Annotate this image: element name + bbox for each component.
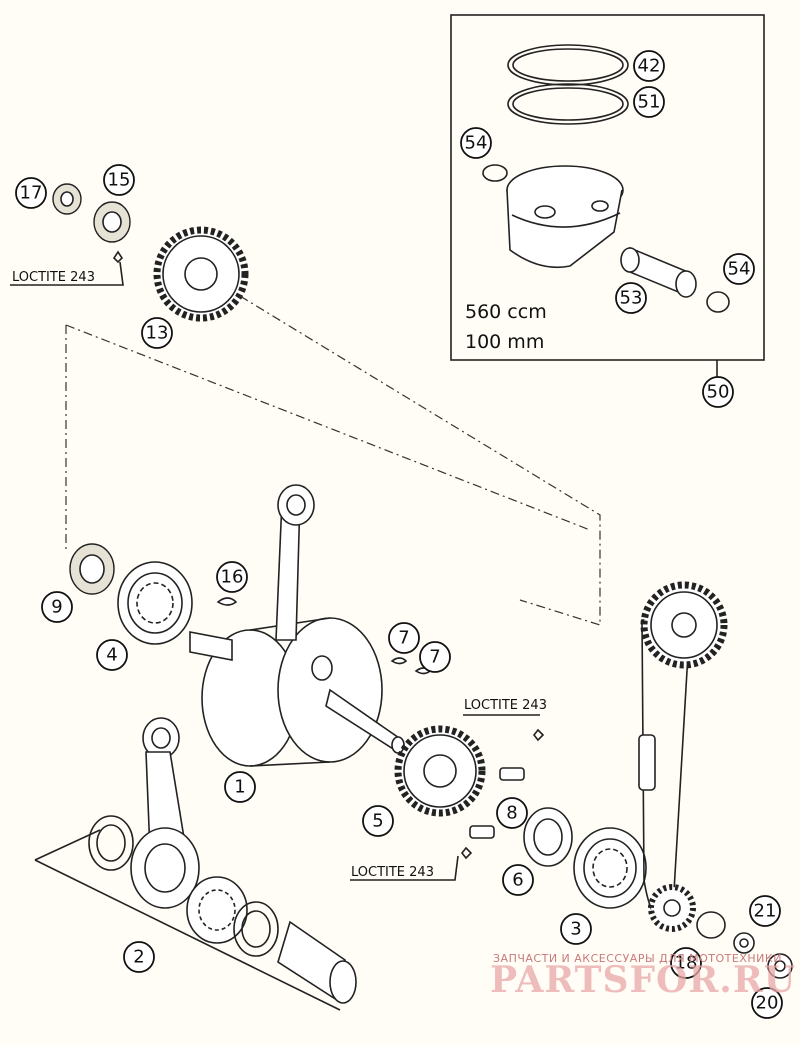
watermark-tagline: ЗАПЧАСТИ И АКСЕССУАРЫ ДЛЯ МОТОТЕХНИКИ (493, 952, 782, 965)
piston-pin (620, 246, 697, 298)
gear-13 (153, 226, 249, 322)
svg-text:7: 7 (398, 628, 409, 649)
svg-text:5: 5 (372, 811, 383, 832)
svg-text:20: 20 (756, 993, 779, 1014)
svg-text:50: 50 (707, 382, 730, 403)
svg-text:42: 42 (638, 56, 661, 77)
svg-text:8: 8 (506, 803, 517, 824)
callout-2: 2 (123, 941, 155, 973)
callout-18: 18 (670, 947, 702, 979)
loctite-label: LOCTITE 243 (351, 865, 434, 880)
callout-3: 3 (560, 913, 592, 945)
svg-text:16: 16 (221, 567, 244, 588)
svg-text:3: 3 (570, 919, 581, 940)
svg-text:54: 54 (465, 133, 488, 154)
nut-15 (93, 201, 131, 243)
piston-ring-51 (507, 83, 629, 125)
loctite-label: LOCTITE 243 (12, 270, 95, 285)
crankshaft (189, 484, 405, 767)
svg-text:4: 4 (106, 645, 117, 666)
callout-17: 17 (15, 177, 47, 209)
callout-9: 9 (41, 591, 73, 623)
svg-text:15: 15 (108, 170, 131, 191)
svg-text:53: 53 (620, 288, 643, 309)
gear-5 (394, 725, 486, 817)
callout-16: 16 (216, 561, 248, 593)
bore-label: 100 mm (465, 331, 544, 353)
piston-kit-box (450, 14, 765, 361)
callout-1: 1 (224, 771, 256, 803)
callout-8: 8 (496, 797, 528, 829)
displacement-label: 560 ccm (465, 301, 547, 323)
callout-21: 21 (749, 895, 781, 927)
piston-ring-42 (507, 44, 629, 86)
callout-15: 15 (103, 164, 135, 196)
oil-seal-17 (52, 183, 82, 215)
callout-13: 13 (141, 317, 173, 349)
svg-text:1: 1 (234, 777, 245, 798)
watermark-logo: PARTSFOR.RU (490, 959, 796, 1001)
callout-5: 5 (362, 805, 394, 837)
piston (506, 165, 624, 269)
bolt-8 (469, 767, 525, 839)
callout-6: 6 (502, 864, 534, 896)
connecting-rod-assembly (88, 717, 357, 1004)
callout-50: 50 (702, 376, 734, 408)
svg-text:51: 51 (638, 92, 661, 113)
svg-text:9: 9 (51, 597, 62, 618)
timing-chain-sprockets (638, 581, 728, 932)
callout-20: 20 (751, 987, 783, 1019)
callout-7: 7 (388, 622, 420, 654)
loctite-label: LOCTITE 243 (464, 698, 547, 713)
bearing-4 (117, 561, 193, 645)
svg-text:2: 2 (133, 947, 144, 968)
bearing-3 (573, 827, 647, 909)
svg-text:18: 18 (675, 953, 698, 974)
callout-54: 54 (723, 253, 755, 285)
svg-text:6: 6 (512, 870, 523, 891)
callout-7: 7 (419, 641, 451, 673)
callout-4: 4 (96, 639, 128, 671)
svg-text:54: 54 (728, 259, 751, 280)
svg-text:17: 17 (20, 183, 43, 204)
callout-42: 42 (633, 50, 665, 82)
svg-text:13: 13 (146, 323, 169, 344)
oil-seal-9 (69, 543, 115, 595)
callout-51: 51 (633, 86, 665, 118)
svg-text:21: 21 (754, 901, 777, 922)
callout-54: 54 (460, 127, 492, 159)
callout-53: 53 (615, 282, 647, 314)
svg-text:7: 7 (429, 647, 440, 668)
